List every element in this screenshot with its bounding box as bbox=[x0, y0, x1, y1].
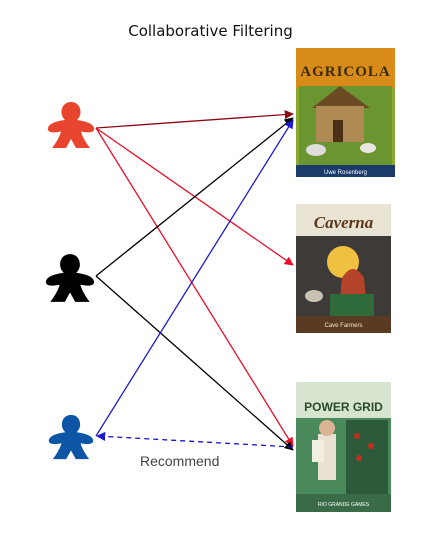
cover-subtitle: Cave Farmers bbox=[324, 323, 362, 329]
user-black bbox=[45, 254, 95, 302]
edge-red-agricola bbox=[95, 110, 294, 129]
diagram-title: Collaborative Filtering bbox=[128, 22, 293, 40]
edges bbox=[95, 110, 294, 451]
cover-title: Caverna bbox=[314, 213, 374, 232]
meeple-icon bbox=[47, 102, 95, 148]
recommend-label: Recommend bbox=[140, 453, 219, 469]
edge-black-power-grid bbox=[95, 275, 294, 451]
cover-title: POWER GRID bbox=[304, 400, 383, 414]
edge-blue-agricola bbox=[95, 119, 294, 437]
user-red bbox=[47, 102, 95, 148]
edge-red-power-grid bbox=[95, 127, 294, 447]
cover-title: AGRICOLA bbox=[300, 64, 391, 80]
edge-recommend bbox=[96, 431, 294, 448]
game-cover-power-grid: POWER GRID RIO GRANDE GAMES bbox=[296, 382, 391, 512]
cover-subtitle: Uwe Rosenberg bbox=[324, 170, 367, 176]
meeple-icon bbox=[48, 414, 94, 460]
edge-black-agricola bbox=[95, 117, 294, 277]
game-cover-caverna: Caverna Cave Farmers bbox=[296, 204, 391, 333]
meeple-icon bbox=[45, 254, 95, 302]
user-blue bbox=[48, 414, 94, 460]
cover-subtitle: RIO GRANDE GAMES bbox=[318, 502, 370, 508]
game-cover-agricola: AGRICOLA Uwe Rosenberg bbox=[296, 48, 395, 177]
